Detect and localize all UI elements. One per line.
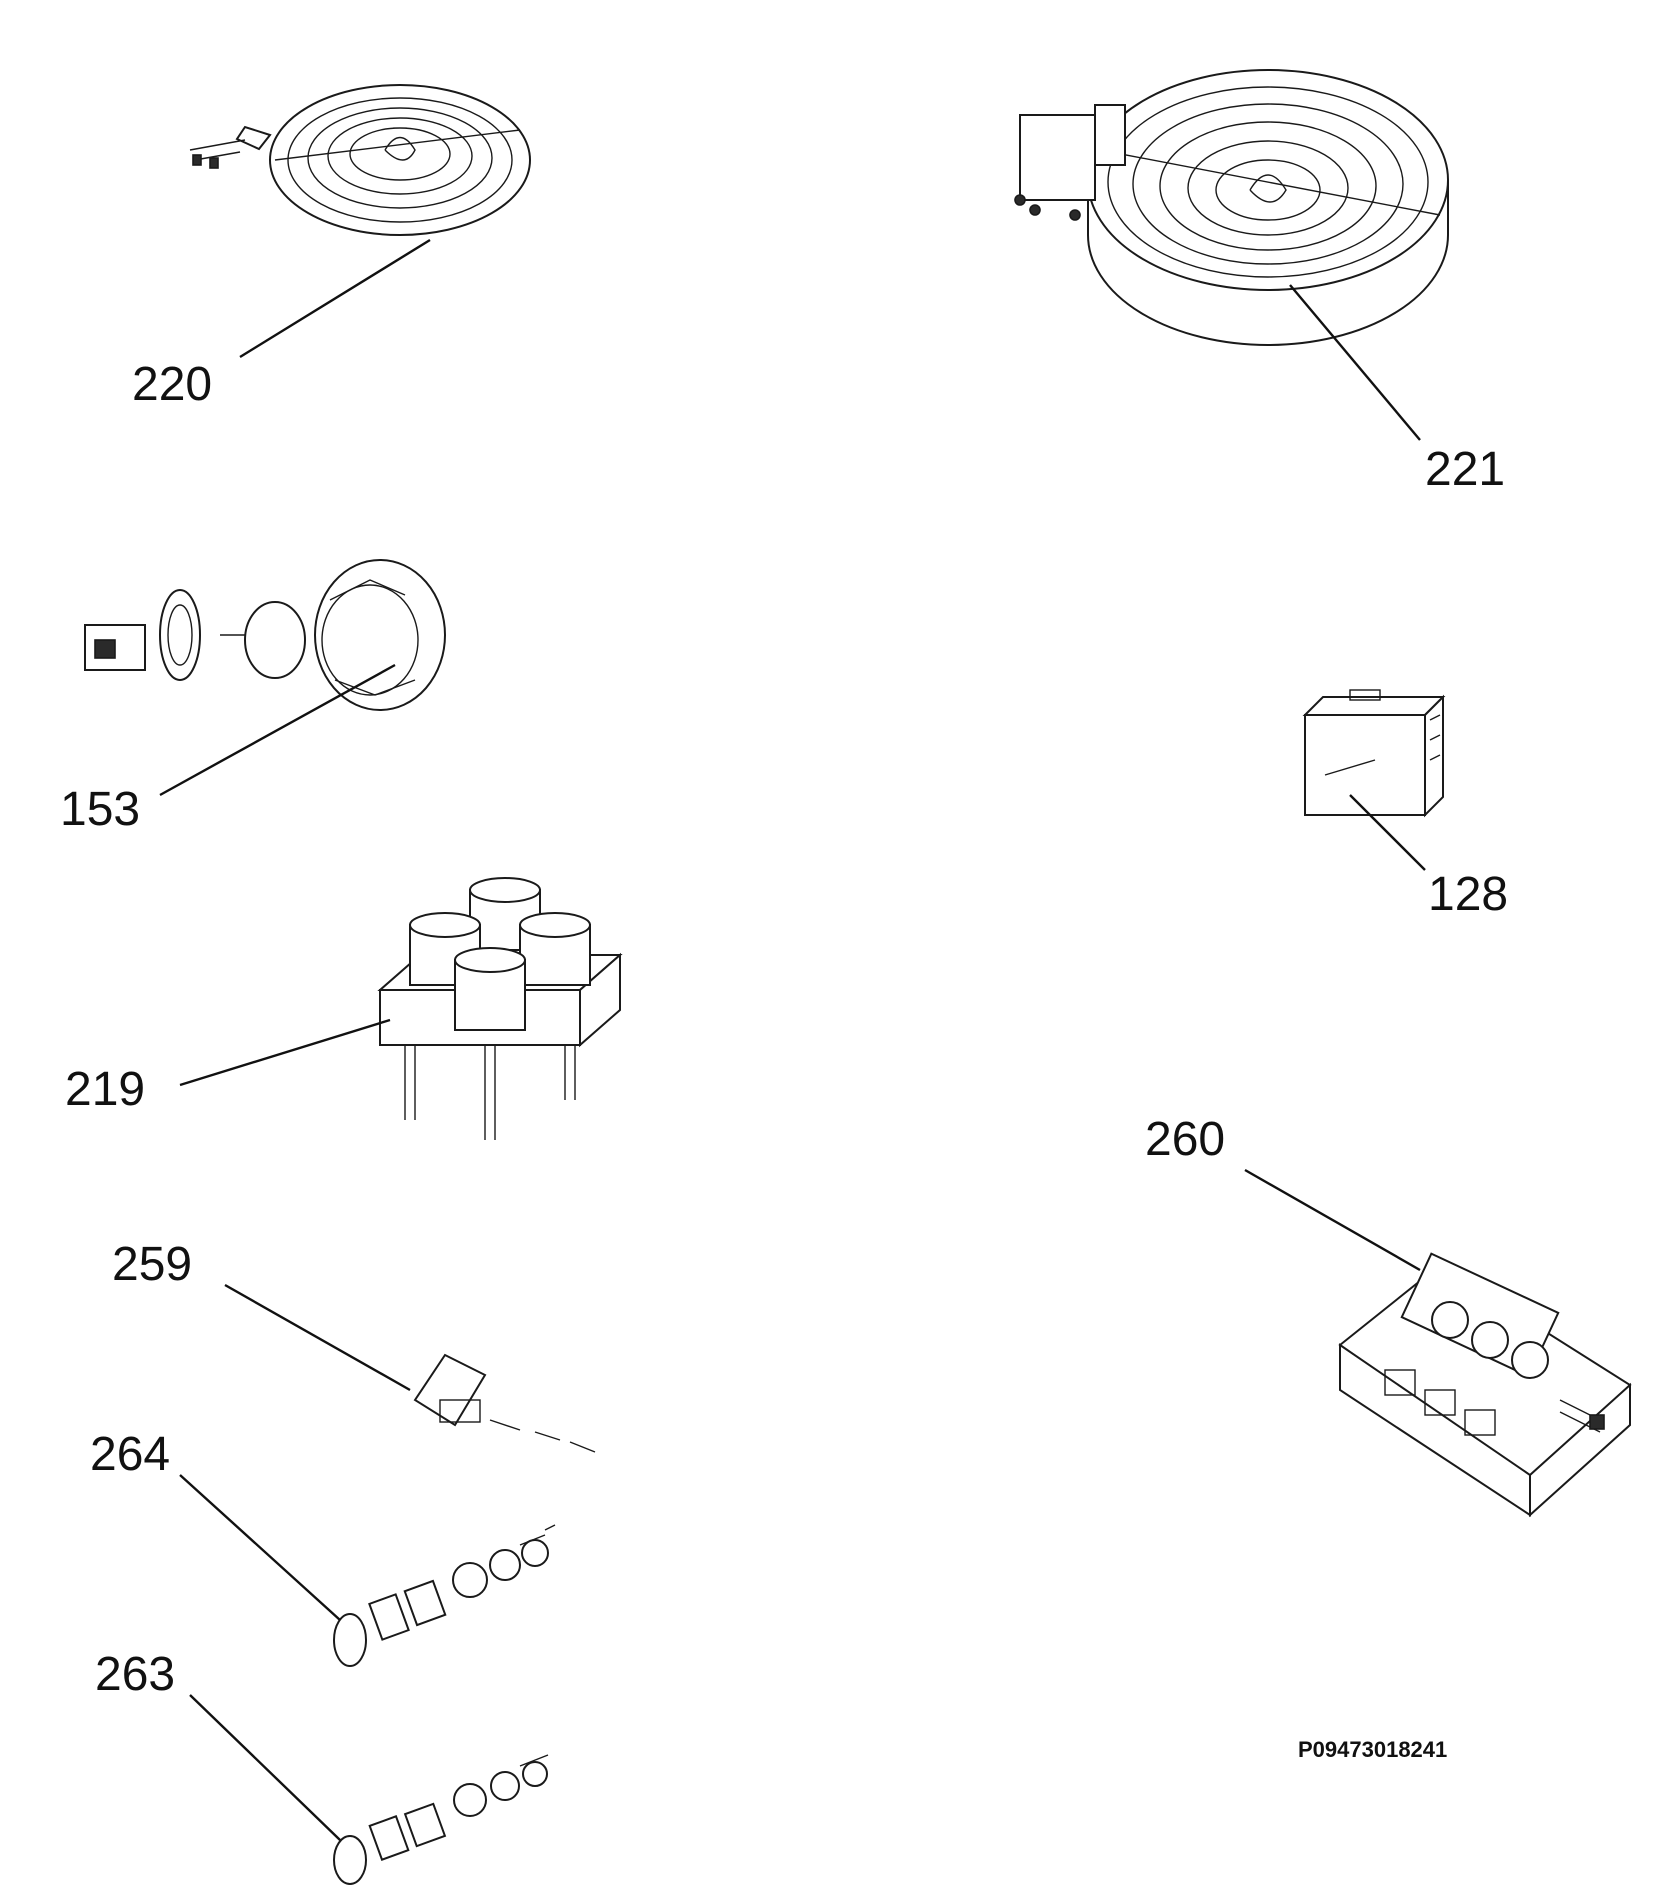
callout-221: 221: [1425, 443, 1505, 496]
leader-219: [179, 1018, 391, 1087]
part-220-small-radiant-element: [189, 84, 531, 236]
leader-220: [239, 238, 431, 359]
leader-264: [179, 1474, 341, 1621]
callout-219: 219: [65, 1063, 145, 1116]
part-153-control-knob: [84, 559, 446, 711]
leader-259: [224, 1283, 411, 1392]
leader-221: [1289, 284, 1421, 441]
part-263-energy-regulator: [333, 1754, 549, 1885]
leader-128: [1349, 794, 1426, 871]
part-221-large-radiant-element: [1014, 69, 1449, 346]
part-259-thermostat-switch: [413, 1353, 596, 1453]
callout-128: 128: [1428, 868, 1508, 921]
callout-264: 264: [90, 1428, 170, 1481]
leader-153: [159, 663, 396, 797]
part-264-energy-regulator: [333, 1524, 556, 1667]
callout-220: 220: [132, 358, 212, 411]
leader-260: [1244, 1168, 1421, 1272]
part-128-switch-module: [1302, 689, 1446, 818]
leader-263: [189, 1694, 341, 1841]
callout-263: 263: [95, 1648, 175, 1701]
callout-260: 260: [1145, 1113, 1225, 1166]
part-219-capacitor-block: [377, 877, 623, 1140]
callout-259: 259: [112, 1238, 192, 1291]
part-260-rotary-selector-switch: [1338, 1252, 1632, 1518]
drawing-code: P09473018241: [1298, 1737, 1447, 1762]
callout-153: 153: [60, 783, 140, 836]
